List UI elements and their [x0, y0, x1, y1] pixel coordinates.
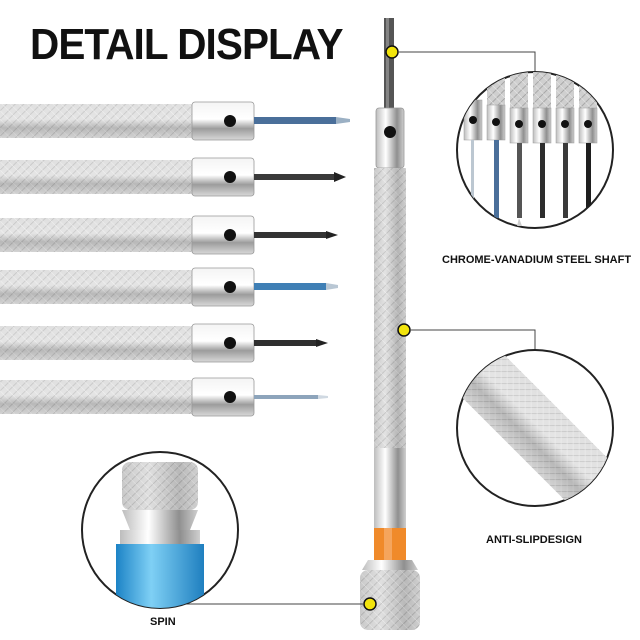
- grip-callout-label: ANTI-SLIPDESIGN: [486, 534, 582, 546]
- spin-detail-circle: [81, 451, 239, 609]
- shaft-leader-line: [398, 51, 536, 72]
- shaft-callout-dot: [385, 45, 399, 59]
- spin-callout-dot: [363, 597, 377, 611]
- grip-callout-dot: [397, 323, 411, 337]
- grip-detail-circle: [456, 349, 614, 507]
- grip-leader-line: [410, 329, 536, 350]
- shaft-callout-label: CHROME-VANADIUM STEEL SHAFT: [442, 254, 632, 266]
- spin-leader-line: [159, 603, 364, 608]
- shaft-detail-circle: [456, 71, 614, 229]
- vertical-screwdriver: [360, 18, 420, 630]
- screwdriver-row-2: [0, 157, 346, 197]
- screwdriver-row-6: [0, 377, 328, 417]
- page-title: DETAIL DISPLAY: [30, 20, 343, 69]
- spin-callout-label: SPIN: [150, 616, 176, 628]
- screwdriver-row-5: [0, 323, 328, 363]
- screwdriver-row-3: [0, 215, 338, 255]
- screwdriver-row-4: [0, 267, 338, 307]
- screwdriver-row-1: [0, 101, 350, 141]
